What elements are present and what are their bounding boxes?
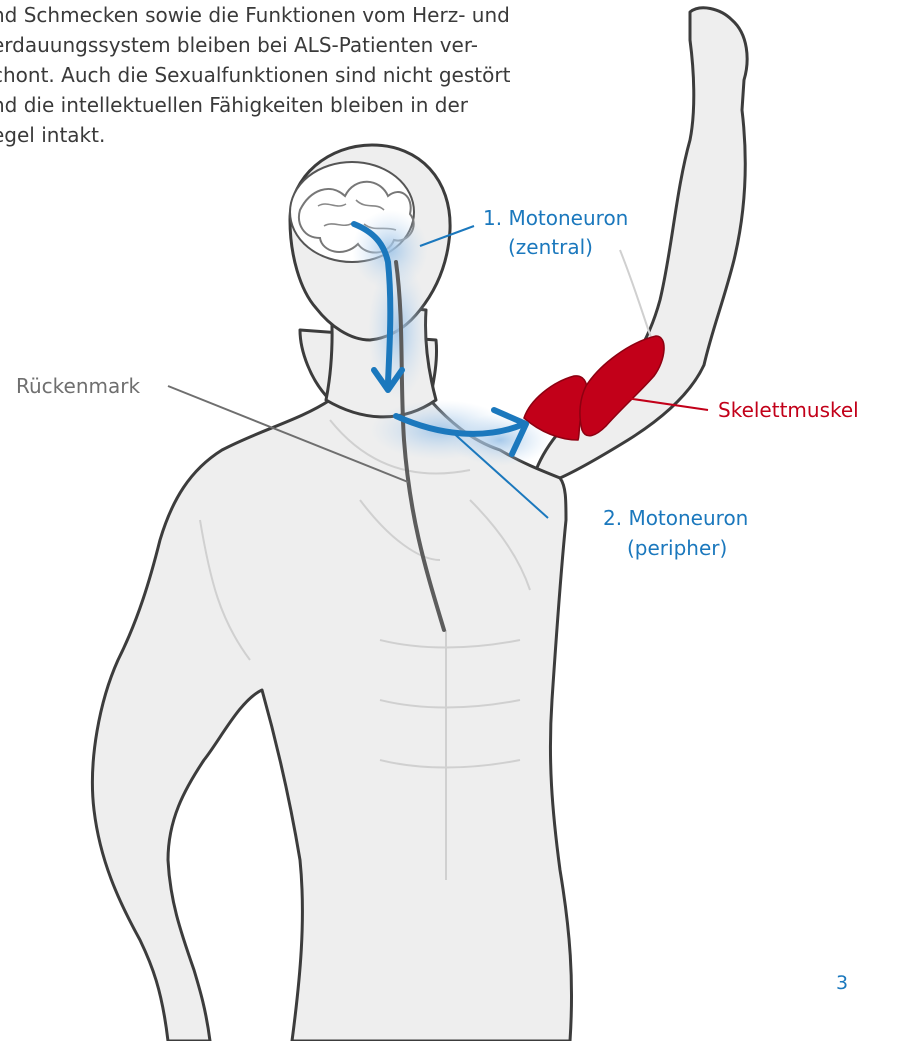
label-skelettmuskel: Skelettmuskel: [718, 396, 859, 424]
label-rueckenmark: Rückenmark: [16, 372, 140, 400]
label-motoneuron-2-type: (peripher): [627, 534, 727, 562]
label-motoneuron-1-type: (zentral): [508, 233, 593, 261]
page-number: 3: [836, 972, 848, 994]
label-motoneuron-2: 2. Motoneuron: [603, 504, 748, 532]
label-motoneuron-1: 1. Motoneuron: [483, 204, 628, 232]
